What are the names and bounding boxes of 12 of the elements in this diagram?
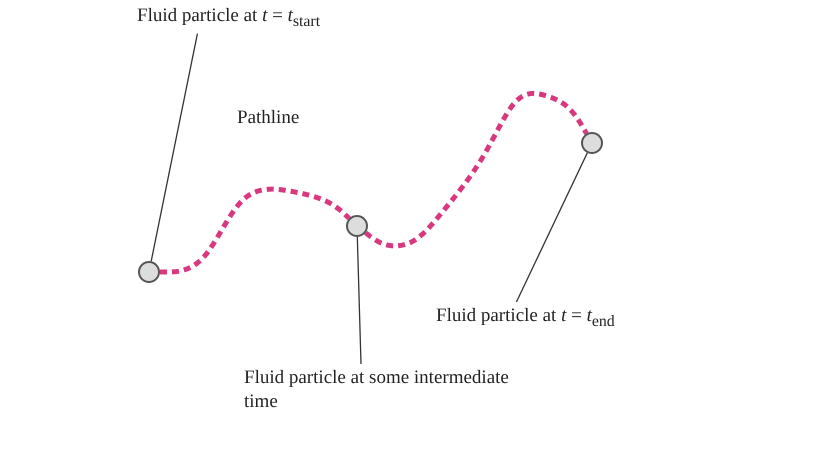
fluid-particle-circle xyxy=(138,261,160,283)
leader-line xyxy=(150,33,198,262)
callout-text: Fluid particle at t = t$_{end}$ xyxy=(436,304,615,332)
leader-line xyxy=(356,236,362,364)
leader-line xyxy=(516,152,588,302)
callout-text: Fluid particle at t = t$_{start}$ xyxy=(137,4,320,32)
fluid-particle-circle xyxy=(581,132,603,154)
fluid-particle-circle xyxy=(346,215,368,237)
curve-label: Pathline xyxy=(237,106,300,130)
callout-text: Fluid particle at some intermediate time xyxy=(244,366,544,414)
pathline-curve xyxy=(364,90,589,248)
pathline-curve xyxy=(160,186,351,274)
